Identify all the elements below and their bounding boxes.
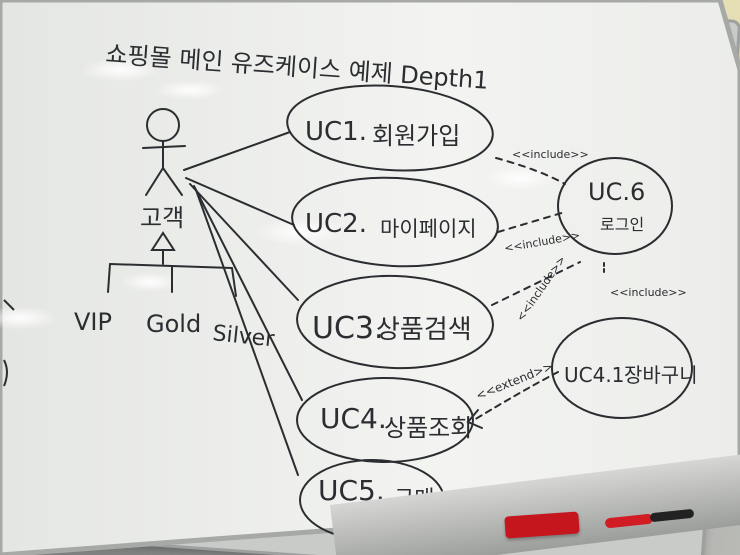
generalization-branch (107, 263, 111, 293)
actor-leg (145, 167, 164, 196)
association-line (185, 177, 295, 226)
uc2-id: UC2. (305, 209, 367, 239)
actor-leg (162, 167, 183, 196)
use-case-uc6 (557, 157, 673, 255)
include-arrow (491, 261, 581, 306)
generalization-branch (231, 267, 237, 297)
actor-name: 고객 (140, 204, 184, 232)
association-line (183, 131, 291, 171)
use-case-uc1 (286, 84, 494, 172)
light-glare (0, 306, 60, 330)
association-line (193, 185, 303, 401)
uc4-id: UC4. (320, 402, 387, 435)
light-glare (80, 58, 160, 82)
use-case-uc3 (296, 274, 494, 370)
include-arrow (495, 157, 566, 185)
stray-mark (3, 359, 8, 387)
use-case-uc2 (291, 176, 499, 268)
uc1-id: UC1. (305, 117, 367, 147)
uc3-id: UC3. (312, 311, 384, 346)
association-line (195, 189, 299, 476)
uc2-label: 마이페이지 (380, 217, 477, 241)
uc4-1-id: UC4.1 (564, 363, 624, 387)
use-case-uc4-1 (551, 317, 693, 419)
light-glare (255, 218, 345, 246)
extend-arrowhead (466, 409, 483, 429)
actor-arms (142, 145, 186, 149)
uc4-label: 상품조회 (384, 414, 472, 442)
light-glare (485, 166, 555, 190)
include-arrow (497, 211, 566, 233)
uc6-label: 로그인 (600, 215, 644, 234)
include-label-1: <<include>> (512, 148, 589, 161)
include-label-4: <<include>> (610, 286, 687, 299)
uc1-label: 회원가입 (372, 122, 460, 150)
stray-mark (3, 299, 15, 311)
light-glare (155, 80, 225, 100)
extend-arrow (473, 371, 559, 421)
light-glare (120, 272, 180, 292)
association-line (189, 183, 299, 301)
uc4-1-label: 장바구니 (624, 363, 698, 387)
actor-subtype-gold: Gold (146, 310, 201, 338)
actor-subtype-vip: VIP (74, 308, 112, 336)
uc6-id: UC.6 (588, 178, 645, 206)
use-case-uc4 (296, 377, 474, 463)
uc3-label: 상품검색 (376, 315, 472, 345)
